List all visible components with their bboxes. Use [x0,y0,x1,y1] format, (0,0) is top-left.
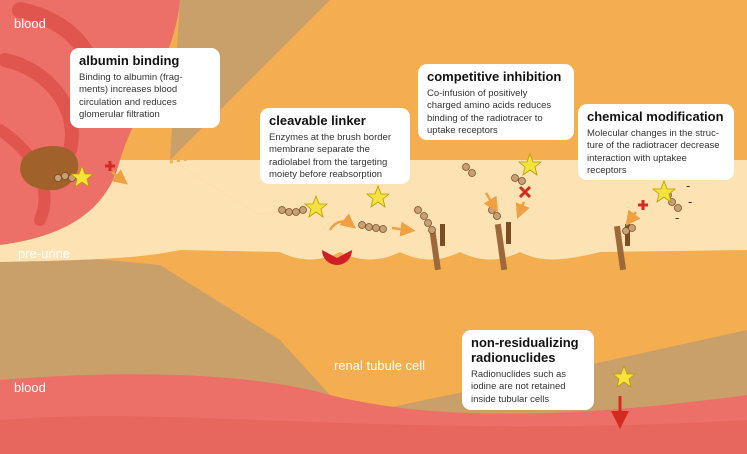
box-albumin-body: Binding to albumin (frag- ments) increas… [79,71,183,120]
box-chemical-body: Molecular changes in the struc- ture of … [587,127,720,176]
charge-2: - [688,195,692,209]
receptor-2 [494,222,511,271]
box-albumin-binding: albumin binding Binding to albumin (frag… [70,48,220,128]
box-nonresid-body: Radionuclides such as iodine are not ret… [471,368,567,405]
pre-urine-lumen [0,160,747,262]
label-renal-tubule-cell: renal tubule cell [334,358,426,373]
box-linker-body: Enzymes at the brush border membrane sep… [269,131,391,180]
tissue-region-left [0,250,330,395]
box-chemical-title: chemical modification [587,109,724,124]
charge-3: - [675,211,679,225]
receptor-1 [429,224,445,271]
brush-border-enzyme [322,250,352,265]
flow-arrows [111,169,641,237]
box-linker-title: cleavable linker [269,113,366,128]
charge-1: - [686,179,690,193]
capillary-loop-2 [0,53,79,157]
box-competitive-inhibition: competitive inhibition Co-infusion of po… [418,64,574,140]
inhibition-crosses [105,161,648,210]
label-pre-urine: pre-urine [18,246,71,261]
box-cleavable-linker: cleavable linker Enzymes at the brush bo… [260,108,410,184]
blood-vessel-bottom [0,374,747,454]
box-non-residualizing: non-residualizing radionuclides Radionuc… [462,330,594,410]
box-albumin-title: albumin binding [79,53,180,68]
box-chemical-modification: chemical modification Molecular changes … [578,104,734,180]
receptor-3 [613,224,630,271]
box-nonresid-title: non-residualizing radionuclides [471,335,579,365]
label-blood-top: blood [14,16,46,31]
blood-vessel-bottom-shade [0,416,747,454]
label-blood-bottom: blood [14,380,46,395]
radiolabel-stars [69,152,677,388]
box-competitive-title: competitive inhibition [427,69,562,84]
box-competitive-body: Co-infusion of positively charged amino … [427,87,552,136]
